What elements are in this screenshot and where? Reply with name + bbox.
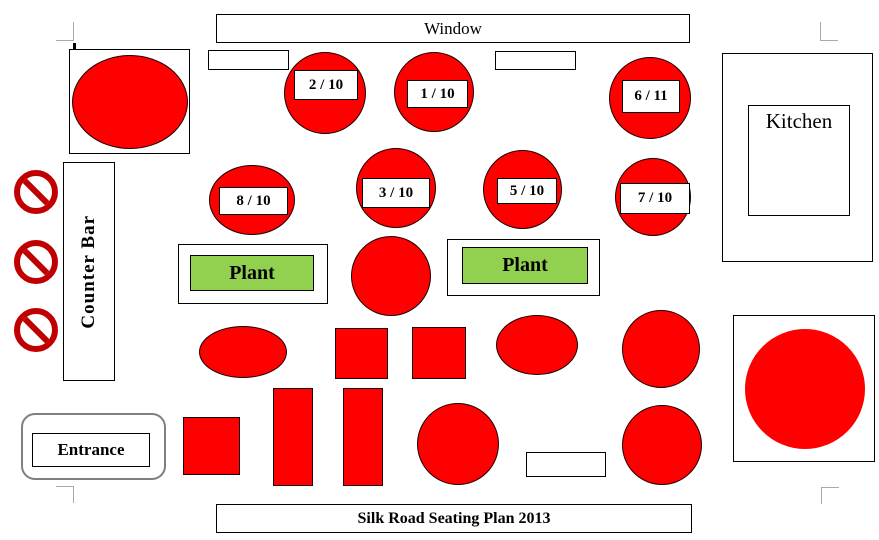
no-entry-icon-2: [14, 240, 58, 284]
page-corner-mark-bottom-left: [56, 486, 74, 503]
round-table-right-lower[interactable]: [622, 405, 702, 485]
round-table-center[interactable]: [351, 236, 431, 316]
round-table-bottom-center[interactable]: [417, 403, 499, 485]
table-6-label: 6 / 11: [622, 80, 680, 113]
square-table-mid-2[interactable]: [412, 327, 466, 379]
kitchen-box[interactable]: Kitchen: [748, 105, 850, 216]
round-table-bottom-right[interactable]: [745, 329, 865, 449]
blank-label-box-bottom[interactable]: [526, 452, 606, 477]
oval-table-mid-left[interactable]: [199, 326, 287, 378]
no-entry-icon-1: [14, 170, 58, 214]
kitchen-label: Kitchen: [765, 109, 833, 133]
window-label: Window: [424, 18, 482, 38]
no-entry-icon-3: [14, 308, 58, 352]
counter-bar-label: Counter Bar: [78, 214, 99, 329]
table-5-label: 5 / 10: [497, 178, 557, 204]
plant-left[interactable]: Plant: [190, 255, 314, 291]
plan-title: Silk Road Seating Plan 2013: [357, 509, 551, 527]
blank-label-box-right[interactable]: [495, 51, 576, 70]
plant-right-label: Plant: [502, 254, 548, 276]
round-table-right-upper[interactable]: [622, 310, 700, 388]
no-entry-slash-icon: [20, 176, 52, 208]
blank-label-box-left[interactable]: [208, 50, 289, 70]
oval-table-mid-right[interactable]: [496, 315, 578, 375]
table-7-label: 7 / 10: [620, 183, 690, 214]
table-3-label: 3 / 10: [362, 178, 430, 208]
oval-table-top-left[interactable]: [72, 55, 188, 149]
entrance-box[interactable]: Entrance: [32, 433, 150, 467]
rect-table-bottom-1[interactable]: [273, 388, 313, 486]
square-table-mid-1[interactable]: [335, 328, 388, 379]
window-box[interactable]: Window: [216, 14, 690, 43]
table-1-label: 1 / 10: [407, 80, 468, 108]
page-corner-mark-top-right: [820, 22, 838, 41]
page-corner-mark-top-left: [56, 22, 74, 41]
table-2-label: 2 / 10: [294, 70, 358, 100]
plan-title-box: Silk Road Seating Plan 2013: [216, 504, 692, 533]
plant-right[interactable]: Plant: [462, 247, 588, 284]
entrance-label: Entrance: [57, 440, 125, 459]
no-entry-slash-icon: [20, 314, 52, 346]
counter-bar[interactable]: Counter Bar: [63, 162, 115, 381]
no-entry-slash-icon: [20, 246, 52, 278]
rect-table-bottom-2[interactable]: [343, 388, 383, 486]
square-table-bottom-left[interactable]: [183, 417, 240, 475]
page-corner-mark-bottom-right: [821, 487, 839, 504]
table-8-label: 8 / 10: [219, 187, 288, 215]
plant-left-label: Plant: [229, 261, 275, 284]
